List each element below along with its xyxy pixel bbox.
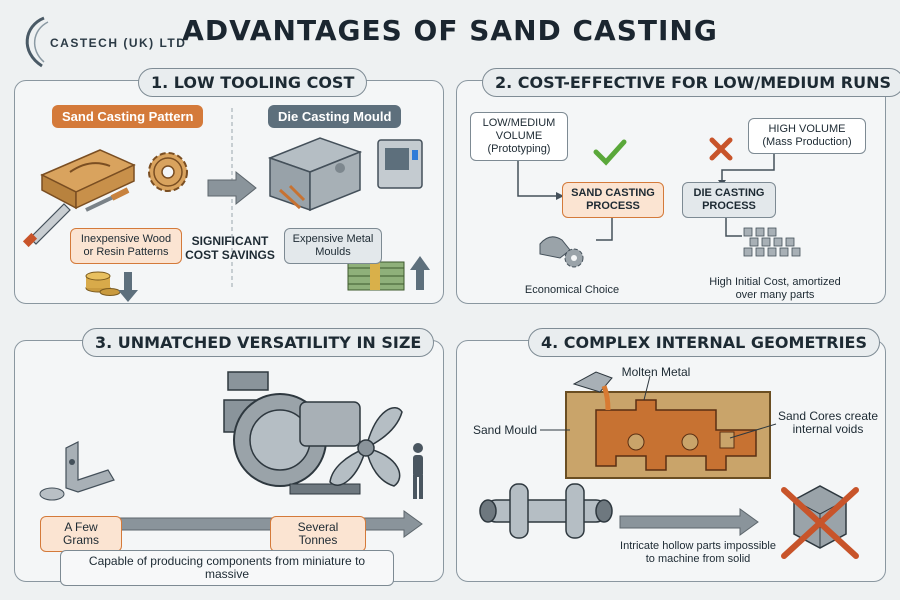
check-icon	[593, 139, 627, 166]
sand-mould-icon	[565, 391, 771, 479]
panel-title: 4. COMPLEX INTERNAL GEOMETRIES	[528, 328, 881, 357]
pump-icon	[223, 371, 361, 495]
small-bracket-icon	[65, 441, 115, 493]
expensive-mould-note: Expensive Metal Moulds	[284, 228, 382, 264]
wood-pattern-icon	[40, 149, 136, 210]
high-cost-caption: High Initial Cost, amortized over many p…	[709, 276, 841, 301]
inexpensive-pattern-note: Inexpensive Wood or Resin Patterns	[70, 228, 182, 264]
sand-cores-label: Sand Cores create internal voids	[777, 409, 879, 436]
die-casting-process-box: DIE CASTING PROCESS	[682, 182, 776, 218]
cost-savings-label: SIGNIFICANT COST SAVINGS	[185, 234, 275, 262]
several-tonnes-label: Several Tonnes	[270, 516, 366, 552]
few-grams-label: A Few Grams	[40, 516, 122, 552]
up-arrow-icon	[410, 256, 430, 290]
savings-arrow-icon	[207, 170, 257, 206]
mass-parts-pile-icon	[743, 227, 801, 257]
solid-block-crossed-icon	[781, 485, 859, 559]
sand-mould-label: Sand Mould	[472, 423, 538, 437]
coin-scale-icon	[39, 487, 65, 501]
sand-pattern-tag: Sand Casting Pattern	[52, 105, 204, 128]
human-scale-icon	[413, 443, 423, 499]
pouring-stream-icon	[572, 371, 613, 411]
panel-title: 2. COST-EFFECTIVE FOR LOW/MEDIUM RUNS	[482, 68, 900, 97]
saw-icon	[22, 203, 71, 248]
panel-title: 1. LOW TOOLING COST	[138, 68, 368, 97]
molten-metal-label: Molten Metal	[621, 365, 691, 379]
panel-title: 3. UNMATCHED VERSATILITY IN SIZE	[82, 328, 435, 357]
coins-icon	[85, 271, 121, 296]
money-stack-icon	[347, 261, 405, 291]
down-arrow-icon	[118, 272, 138, 302]
versatility-caption: Capable of producing components from min…	[60, 550, 394, 586]
page-title: ADVANTAGES OF SAND CASTING	[182, 14, 718, 47]
cnc-machine-icon	[377, 139, 423, 189]
sand-casting-process-box: SAND CASTING PROCESS	[562, 182, 664, 218]
company-logo	[14, 12, 214, 72]
logo-swoosh-icon	[25, 16, 49, 68]
logo-text: CASTECH (UK) LTD	[50, 36, 187, 50]
chisel-icon	[85, 187, 130, 212]
cast-parts-icon	[539, 236, 584, 268]
die-mould-tag: Die Casting Mould	[268, 105, 402, 128]
hollow-manifold-icon	[479, 483, 613, 539]
die-mould-icon	[267, 137, 363, 212]
high-volume-box: HIGH VOLUME (Mass Production)	[748, 118, 866, 154]
machining-arrow-icon	[619, 508, 759, 536]
propeller-icon	[329, 407, 403, 487]
wood-gear-icon	[148, 152, 188, 192]
hollow-parts-caption: Intricate hollow parts impossible to mac…	[620, 540, 776, 565]
cross-icon	[709, 137, 733, 161]
low-volume-box: LOW/MEDIUM VOLUME (Prototyping)	[470, 112, 568, 161]
economical-choice-caption: Economical Choice	[524, 284, 620, 296]
